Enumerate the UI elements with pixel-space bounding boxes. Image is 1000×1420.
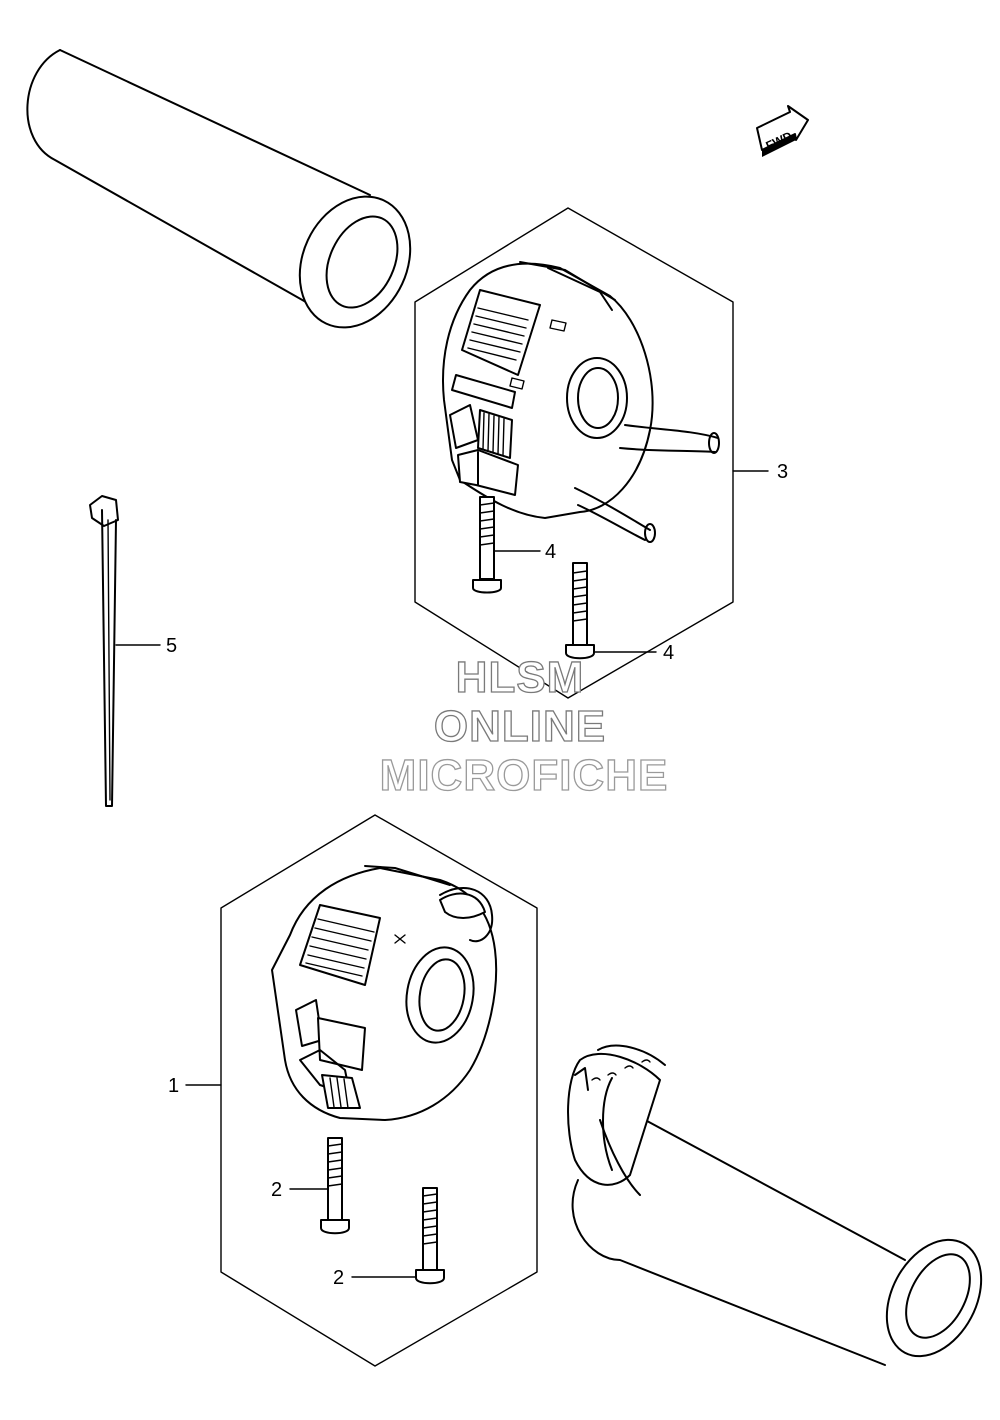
- right-handlebar-switch-assembly: [414, 207, 769, 699]
- watermark-line-1: HLSM: [456, 653, 585, 702]
- left-switch-housing: [271, 865, 498, 1121]
- left-handlebar-grip: [26, 49, 412, 329]
- callout-label-4b: 4: [663, 642, 674, 664]
- callout-label-4a: 4: [545, 541, 556, 563]
- screw-2b: [415, 1187, 445, 1285]
- callout-labels: 1 2 2 3 4 4 5: [166, 461, 788, 1289]
- forward-direction-arrow: FWD: [756, 105, 809, 157]
- screw-4a: [472, 496, 502, 594]
- callout-label-1: 1: [168, 1075, 179, 1097]
- right-switch-housing: [442, 261, 720, 543]
- callout-label-2a: 2: [271, 1179, 282, 1201]
- callout-label-3: 3: [777, 461, 788, 483]
- screw-4b: [565, 562, 595, 660]
- right-throttle-grip: [567, 1044, 983, 1366]
- callout-label-5: 5: [166, 635, 177, 657]
- watermark: HLSM ONLINE MICROFICHE: [379, 652, 669, 800]
- watermark-line-2: ONLINE: [434, 702, 606, 751]
- screw-2a: [320, 1137, 350, 1235]
- callout-label-2b: 2: [333, 1267, 344, 1289]
- left-handlebar-switch-assembly: [185, 814, 538, 1367]
- watermark-line-3: MICROFICHE: [380, 751, 669, 800]
- cable-tie: [89, 495, 161, 807]
